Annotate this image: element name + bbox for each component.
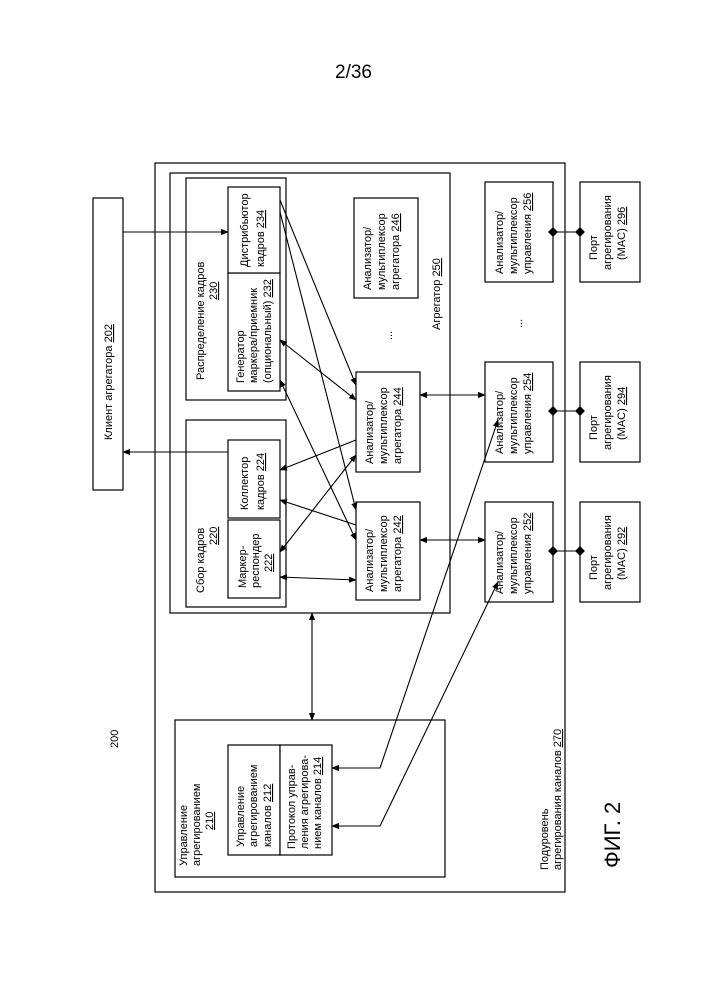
aggregation-port-294: Порт агрегирования (MAC) 294 xyxy=(580,362,640,462)
svg-text:мультиплексор: мультиплексор xyxy=(378,515,390,592)
svg-text:Анализатор/: Анализатор/ xyxy=(494,210,506,274)
svg-text:Подуровень: Подуровень xyxy=(539,808,551,870)
svg-text:222: 222 xyxy=(263,554,275,572)
svg-text:220: 220 xyxy=(208,527,220,545)
svg-text:Дистрибьютор: Дистрибьютор xyxy=(239,193,251,267)
svg-text:(MAC) 292: (MAC) 292 xyxy=(616,527,628,580)
svg-text:Генератор: Генератор xyxy=(235,330,247,383)
svg-text:Порт: Порт xyxy=(588,555,600,580)
aggregator-client-block: Клиент агрегатора 202 xyxy=(93,198,123,490)
svg-text:ления агрегирова-: ления агрегирова- xyxy=(299,755,311,849)
svg-text:агрегирования: агрегирования xyxy=(602,375,614,450)
svg-text:Маркер-: Маркер- xyxy=(237,545,249,588)
marker-responder-block: Маркер- респондер 222 xyxy=(228,520,280,598)
svg-text:агрегатора 242: агрегатора 242 xyxy=(392,515,404,592)
parser-ellipsis: ... xyxy=(383,331,395,340)
svg-text:Протокол управ-: Протокол управ- xyxy=(286,764,298,849)
svg-text:Анализатор/: Анализатор/ xyxy=(362,226,374,290)
svg-text:кадров 234: кадров 234 xyxy=(255,210,267,267)
svg-text:Порт: Порт xyxy=(588,235,600,260)
svg-text:Распределение кадров: Распределение кадров xyxy=(195,262,207,380)
svg-text:каналов 212: каналов 212 xyxy=(262,784,274,847)
svg-text:агрегирования: агрегирования xyxy=(602,515,614,590)
frame-distributor-block: Дистрибьютор кадров 234 xyxy=(228,187,280,273)
svg-text:маркера/приемник: маркера/приемник xyxy=(248,288,260,383)
svg-text:агрегатора 246: агрегатора 246 xyxy=(390,213,402,290)
svg-text:мультиплексор: мультиплексор xyxy=(508,517,520,594)
svg-text:мультиплексор: мультиплексор xyxy=(508,377,520,454)
svg-text:агрегирования каналов 270: агрегирования каналов 270 xyxy=(552,729,564,870)
frame-collector-block: Коллектор кадров 224 xyxy=(228,440,280,518)
svg-text:Порт: Порт xyxy=(588,415,600,440)
svg-text:Клиент агрегатора 202: Клиент агрегатора 202 xyxy=(103,324,115,440)
svg-text:210: 210 xyxy=(204,812,216,830)
svg-text:Анализатор/: Анализатор/ xyxy=(494,530,506,594)
svg-text:Анализатор/: Анализатор/ xyxy=(494,390,506,454)
svg-text:кадров 224: кадров 224 xyxy=(255,453,267,510)
svg-text:Коллектор: Коллектор xyxy=(239,457,251,510)
figure-caption: ФИГ. 2 xyxy=(600,802,625,868)
svg-text:Анализатор/: Анализатор/ xyxy=(364,400,376,464)
svg-text:(опциональный) 232: (опциональный) 232 xyxy=(262,279,274,383)
svg-text:мультиплексор: мультиплексор xyxy=(376,213,388,290)
aggregator-parser-242: Анализатор/ мультиплексор агрегатора 242 xyxy=(356,502,420,600)
svg-text:Агрегатор 250: Агрегатор 250 xyxy=(431,258,443,330)
aggregation-port-296: Порт агрегирования (MAC) 296 xyxy=(580,182,640,282)
link-aggregation-protocol-block: Протокол управ- ления агрегирова- нием к… xyxy=(280,745,332,855)
svg-text:230: 230 xyxy=(208,282,220,300)
svg-text:(MAC) 294: (MAC) 294 xyxy=(616,387,628,440)
svg-text:управления 252: управления 252 xyxy=(522,513,534,594)
aggregation-port-292: Порт агрегирования (MAC) 292 xyxy=(580,502,640,602)
svg-text:Сбор кадров: Сбор кадров xyxy=(195,528,207,593)
svg-text:мультиплексор: мультиплексор xyxy=(378,387,390,464)
svg-text:агрегированием: агрегированием xyxy=(191,784,203,867)
svg-text:агрегированием: агрегированием xyxy=(248,765,260,848)
aggregator-parser-246: Анализатор/ мультиплексор агрегатора 246 xyxy=(354,198,418,298)
control-parser-256: Анализатор/ мультиплексор управления 256 xyxy=(485,182,553,282)
control-parser-254: Анализатор/ мультиплексор управления 254 xyxy=(485,362,553,462)
aggregator-parser-244: Анализатор/ мультиплексор агрегатора 244 xyxy=(356,372,420,472)
link-aggregation-control-block: Управление агрегированием каналов 212 xyxy=(228,745,280,855)
svg-text:Анализатор/: Анализатор/ xyxy=(364,528,376,592)
figure-number: 200 xyxy=(109,730,121,748)
svg-text:мультиплексор: мультиплексор xyxy=(508,197,520,274)
svg-text:(MAC) 296: (MAC) 296 xyxy=(616,207,628,260)
svg-text:управления 254: управления 254 xyxy=(522,373,534,454)
svg-text:Управление: Управление xyxy=(178,805,190,866)
marker-generator-block: Генератор маркера/приемник (опциональный… xyxy=(228,273,280,391)
svg-text:управления 256: управления 256 xyxy=(522,193,534,274)
svg-text:агрегирования: агрегирования xyxy=(602,195,614,270)
svg-text:Управление: Управление xyxy=(235,786,247,847)
svg-text:агрегатора 244: агрегатора 244 xyxy=(392,387,404,464)
svg-text:респондер: респондер xyxy=(250,533,262,588)
svg-text:нием каналов 214: нием каналов 214 xyxy=(312,757,324,849)
control-ellipsis: ... xyxy=(513,319,525,328)
